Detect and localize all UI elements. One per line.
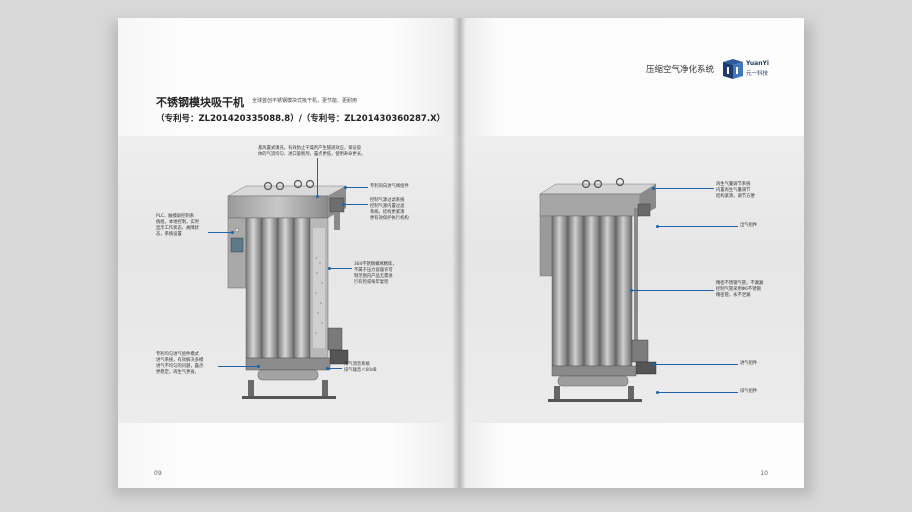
page-subtitle: 全球首创不锈钢模块式吸干机，更节能、更耐用 bbox=[252, 98, 358, 104]
right-page: 压缩空气净化系统 YuanYi 元一科技 bbox=[458, 18, 804, 488]
annotation-ss-pipe: 精密不锈钢气管，不漏漏 控制气管采用Φ6不锈钢 精密管，永不泄漏 bbox=[716, 281, 764, 298]
leader-dot bbox=[656, 391, 659, 394]
page-number: 10 bbox=[760, 470, 768, 477]
left-page: 不锈钢模块吸干机 全球首创不锈钢模块式吸干机，更节能、更耐用 （专利号：ZL20… bbox=[118, 18, 458, 488]
logo-mark-icon bbox=[723, 59, 743, 79]
leader-line bbox=[658, 226, 738, 227]
leader-line bbox=[344, 204, 368, 205]
logo-text-cn: 元一科技 bbox=[746, 71, 769, 77]
leader-line bbox=[328, 368, 342, 369]
annotation-regen: 再生气量调节系统 内置再生气量调节 结构紧凑，调节方便 bbox=[716, 182, 755, 199]
leader-dot bbox=[652, 363, 655, 366]
leader-dot bbox=[656, 225, 659, 228]
book-spine bbox=[452, 18, 466, 488]
leader-line bbox=[632, 290, 714, 291]
leader-line bbox=[654, 364, 738, 365]
annotation-inlet-assembly: 进气组件 bbox=[740, 361, 758, 366]
patent-numbers: （专利号：ZL201420335088.8）/（专利号：ZL2014303602… bbox=[156, 114, 446, 124]
leader-dot bbox=[326, 367, 329, 370]
leader-dot bbox=[630, 289, 633, 292]
company-logo: YuanYi 元一科技 bbox=[722, 58, 774, 80]
annotation-exhaust-assembly: 排气组件 bbox=[740, 389, 758, 394]
leader-line bbox=[658, 392, 738, 393]
annotation-control-gas: 控制气源过滤系统 控制气源内置过滤 系统，结构更紧凑 更有效保护执行机构 bbox=[370, 198, 409, 221]
leader-dot bbox=[257, 365, 260, 368]
leader-dot bbox=[344, 186, 347, 189]
leader-line bbox=[330, 268, 352, 269]
annotation-plc: PLC、触摸屏控制系 统组，本地控制，实时 显示工作状态、故障状 态，系统设置 bbox=[156, 214, 199, 237]
annotation-ss304: 304不锈钢蜂窝精炼， 不属于压力容器许可 制范围内产品无需进 行有检或每年复检 bbox=[354, 262, 397, 285]
dryer-illustration-front bbox=[539, 177, 657, 402]
page-header: 压缩空气净化系统 YuanYi 元一科技 bbox=[646, 58, 774, 80]
annotation-valve-group: 专利同向进气阀组件 bbox=[370, 184, 409, 189]
dryer-illustration bbox=[227, 179, 349, 399]
annotation-top-note: 基风置式填充，有效防止干燥剂产生隧道效应，保证胶 体的气流均匀、进口旋削剂，露点… bbox=[258, 146, 366, 157]
page-title: 不锈钢模块吸干机 bbox=[156, 96, 244, 109]
logo-text-en: YuanYi bbox=[746, 60, 769, 67]
leader-line bbox=[218, 366, 258, 367]
leader-dot bbox=[342, 203, 345, 206]
annotation-outlet: 出气组件 bbox=[740, 223, 758, 228]
system-title: 压缩空气净化系统 bbox=[645, 65, 714, 75]
leader-dot bbox=[652, 187, 655, 190]
leader-line bbox=[346, 187, 368, 188]
leader-line bbox=[654, 188, 714, 189]
leader-dot bbox=[328, 267, 331, 270]
leader-line bbox=[317, 158, 318, 196]
annotation-inlet: 专利均匀进气组件模式 进气系统，有效解决多模 进气不均匀的问题，露点 更稳定，再… bbox=[156, 352, 204, 375]
leader-dot bbox=[231, 231, 234, 234]
leader-line bbox=[208, 232, 232, 233]
annotation-muffler: 排气消音系统 排气噪音＜60dB bbox=[344, 362, 377, 373]
page-number: 09 bbox=[154, 470, 162, 477]
leader-dot bbox=[316, 195, 319, 198]
